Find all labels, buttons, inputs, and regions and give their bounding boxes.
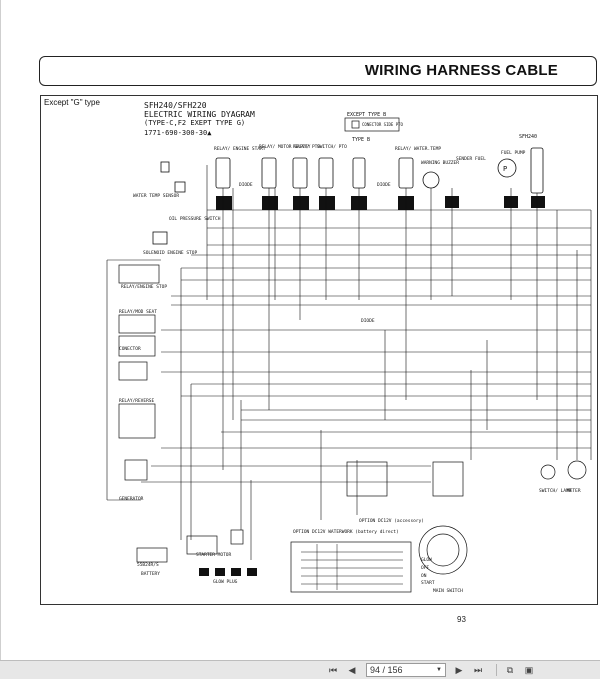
oil-pressure-switch-label: OIL PRESSURE SWITCH — [169, 216, 221, 222]
diagram-title-line-2: ELECTRIC WIRING DYAGRAM — [144, 110, 255, 119]
page-number: 93 — [457, 615, 466, 624]
conector-label: CONECTOR — [119, 346, 141, 352]
solenoid-engine-stop-label: SOLENOID ENGINE STOP — [143, 250, 197, 256]
battery-label: BATTERY — [141, 571, 160, 577]
conector-side-label: CONECTOR SIDE PTO — [362, 122, 404, 127]
prev-page-icon[interactable]: ◀ — [348, 664, 356, 675]
sfh240-label: SFH240 — [519, 134, 537, 140]
diode-label-1: DIODE — [239, 182, 253, 188]
page-title: WIRING HARNESS CABLE — [364, 62, 558, 79]
switch-pto-label: SWITCH/ PTO — [317, 144, 347, 150]
start-label: START — [421, 580, 435, 586]
chevron-down-icon: ▼ — [436, 667, 442, 673]
battery-spec-label: 55B24R/S — [137, 562, 159, 568]
relay-engine-start-label: RELAY/ ENGINE START — [214, 146, 266, 152]
document-page: WIRING HARNESS CABLE Except "G" type SFH… — [0, 0, 600, 660]
fuel-pump-label: FUEL PUMP — [501, 150, 526, 156]
toolbar-separator — [496, 664, 497, 676]
glow-plug-label: GLOW PLUG — [213, 579, 238, 585]
off-label: OFF — [421, 565, 429, 571]
diode-label-3: DIODE — [361, 318, 375, 324]
page-number-select[interactable]: 94 / 156 ▼ — [366, 663, 446, 677]
svg-text:P: P — [503, 165, 507, 173]
type-label: Except "G" type — [44, 98, 100, 107]
except-type-b-label: EXCEPT TYPE B — [347, 112, 386, 118]
header-box: WIRING HARNESS CABLE — [39, 56, 597, 86]
wiring-diagram: SFH240/SFH220 ELECTRIC WIRING DYAGRAM (T… — [106, 101, 592, 594]
diagram-title-line-4: 1771-690-300-30▲ — [144, 129, 212, 137]
type-b-label: TYPE B — [352, 137, 370, 143]
on-label: ON — [421, 573, 427, 579]
single-page-icon[interactable]: ▣ — [524, 664, 534, 675]
generator-label: GENERATOR — [119, 496, 144, 502]
glow-label: GLOW — [421, 557, 432, 563]
meter-label: METER — [567, 488, 581, 494]
relay-reverse-label: RELAY/REVERSE — [119, 398, 155, 404]
relay-mod-seat-label: RELAY/MOD SEAT — [119, 309, 157, 315]
option-a-label: OPTION DC12V WATERWORK (battery direct) — [293, 529, 399, 535]
relay-water-temp-label: RELAY/ WATER.TEMP — [395, 146, 441, 152]
diagram-title-line-3: (TYPE-C,F2 EXEPT TYPE G) — [144, 119, 245, 127]
sender-fuel-label: SENDER FUEL — [456, 156, 486, 162]
next-page-icon[interactable]: ▶ — [455, 664, 463, 675]
page-number-value: 94 / 156 — [370, 665, 403, 675]
fit-page-icon[interactable]: ⧉ — [506, 664, 514, 675]
main-switch-label: MAIN SWITCH — [433, 588, 463, 594]
diode-label-2: DIODE — [377, 182, 391, 188]
relay-engine-stop-label: RELAY/ENGINE STOP — [121, 284, 167, 290]
switch-lamp-label: SWITCH/ LAMP — [539, 488, 572, 494]
warning-buzzer-label: WARNING BUZZER — [421, 160, 459, 166]
except-type-b-box — [344, 117, 400, 132]
relay-pto-label: RELAY/ PTO — [293, 144, 320, 150]
option-b-label: OPTION DC12V (accessory) — [359, 518, 424, 524]
relay-motor-safety-label: RELAY/ MOTOR SAFETY — [259, 144, 311, 150]
first-page-icon[interactable]: ⏮ — [328, 664, 338, 675]
diagram-title-line-1: SFH240/SFH220 — [144, 101, 207, 110]
last-page-icon[interactable]: ⏭ — [473, 664, 483, 675]
pdf-viewer-toolbar: ⏮ ◀ 94 / 156 ▼ ▶ ⏭ ⧉ ▣ — [0, 660, 600, 679]
starter-motor-label: STARTER MOTOR — [196, 552, 232, 558]
water-temp-sensor-label: WATER TEMP SENSOR — [133, 193, 179, 199]
